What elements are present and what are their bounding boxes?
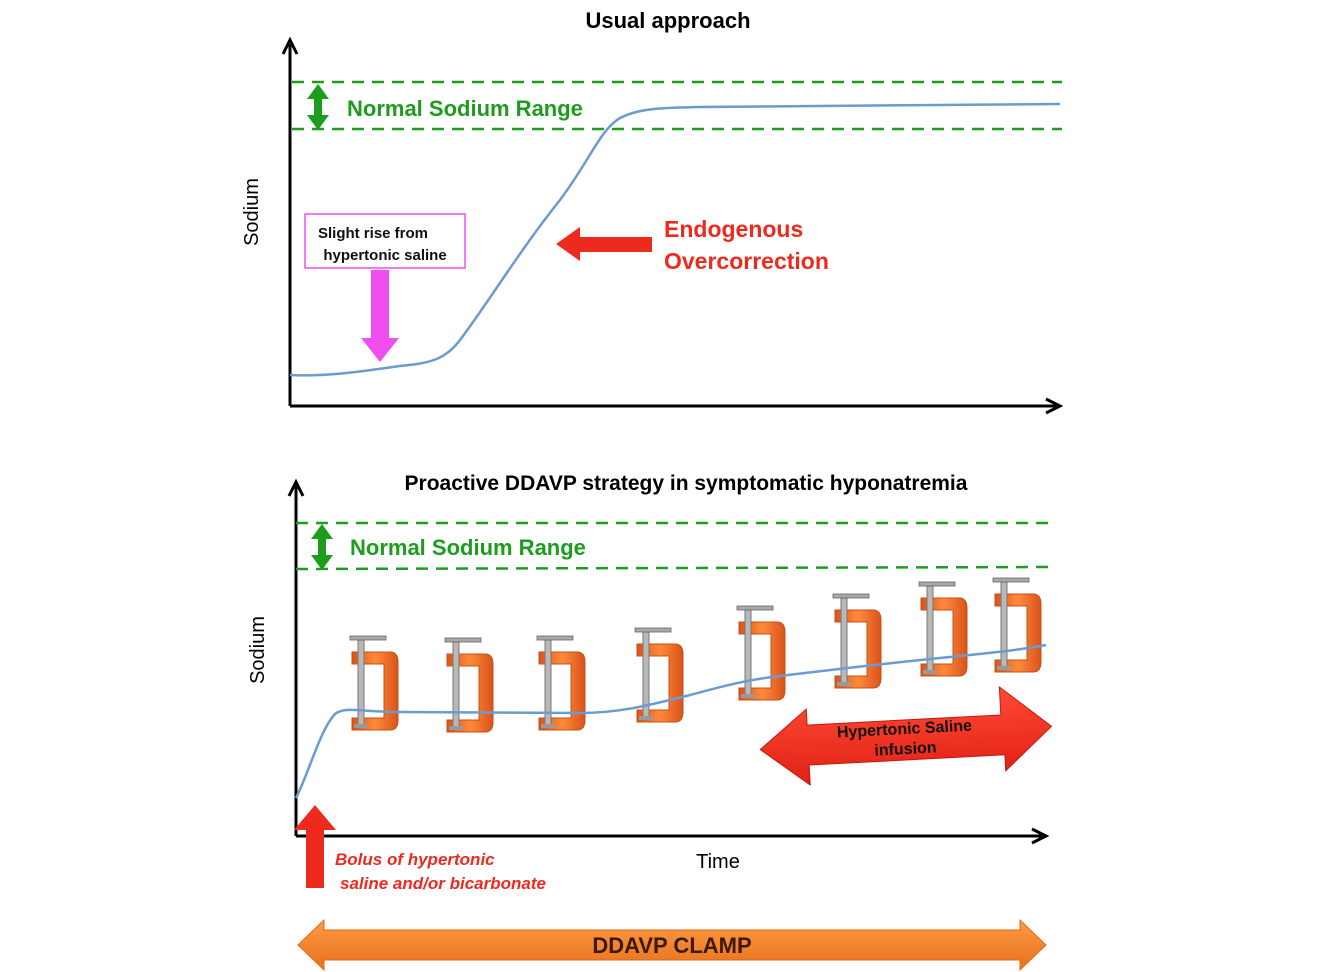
c-clamp-icon [736, 605, 786, 701]
bottom-range-double-arrow [311, 524, 333, 570]
top-x-arrowhead [1045, 397, 1064, 415]
bottom-normal-range-lines [295, 521, 1051, 571]
top-axes [288, 44, 1056, 408]
bottom-axes [294, 486, 1042, 838]
bottom-y-label: Sodium [247, 616, 269, 684]
bottom-x-label: Time [696, 851, 740, 873]
top-overcorrection-line1: Endogenous [664, 216, 803, 242]
bottom-normal-range-label: Normal Sodium Range [350, 535, 586, 560]
top-range-double-arrow [307, 84, 329, 130]
infusion-label-line2: infusion [874, 739, 937, 759]
top-overcorrection-line2: Overcorrection [664, 248, 829, 274]
top-normal-range-label: Normal Sodium Range [347, 96, 583, 121]
top-pink-down-arrow [361, 270, 399, 362]
top-y-arrowhead [281, 36, 299, 55]
c-clamp-icon [832, 593, 882, 689]
top-title: Usual approach [585, 8, 750, 33]
top-y-label: Sodium [241, 178, 263, 246]
bottom-x-arrowhead [1031, 827, 1050, 845]
infusion-double-arrow: Hypertonic Saline infusion [759, 685, 1053, 787]
bottom-y-arrowhead [287, 478, 305, 497]
ddavp-clamp-label: DDAVP CLAMP [592, 933, 751, 958]
top-slight-rise-line2: hypertonic saline [323, 247, 446, 264]
c-clamp-icon [918, 581, 968, 677]
clamp-group [349, 577, 1042, 733]
c-clamp-icon [992, 577, 1042, 673]
top-slight-rise-box [304, 213, 466, 269]
bottom-title: Proactive DDAVP strategy in symptomatic … [405, 472, 968, 495]
bolus-label-line1: Bolus of hypertonic [335, 850, 495, 869]
top-sodium-curve [289, 102, 1061, 377]
c-clamp-icon [634, 627, 684, 723]
c-clamp-icon [444, 637, 494, 733]
bolus-red-up-arrow [294, 805, 336, 888]
top-normal-range-lines [292, 80, 1062, 131]
top-slight-rise-line1: Slight rise from [318, 225, 428, 242]
ddavp-clamp-double-arrow [297, 918, 1047, 972]
c-clamp-icon [349, 635, 399, 731]
bottom-sodium-curve [294, 643, 1047, 799]
top-red-left-arrow [556, 227, 652, 261]
bolus-label-line2: saline and/or bicarbonate [340, 874, 546, 893]
c-clamp-icon [536, 635, 586, 731]
